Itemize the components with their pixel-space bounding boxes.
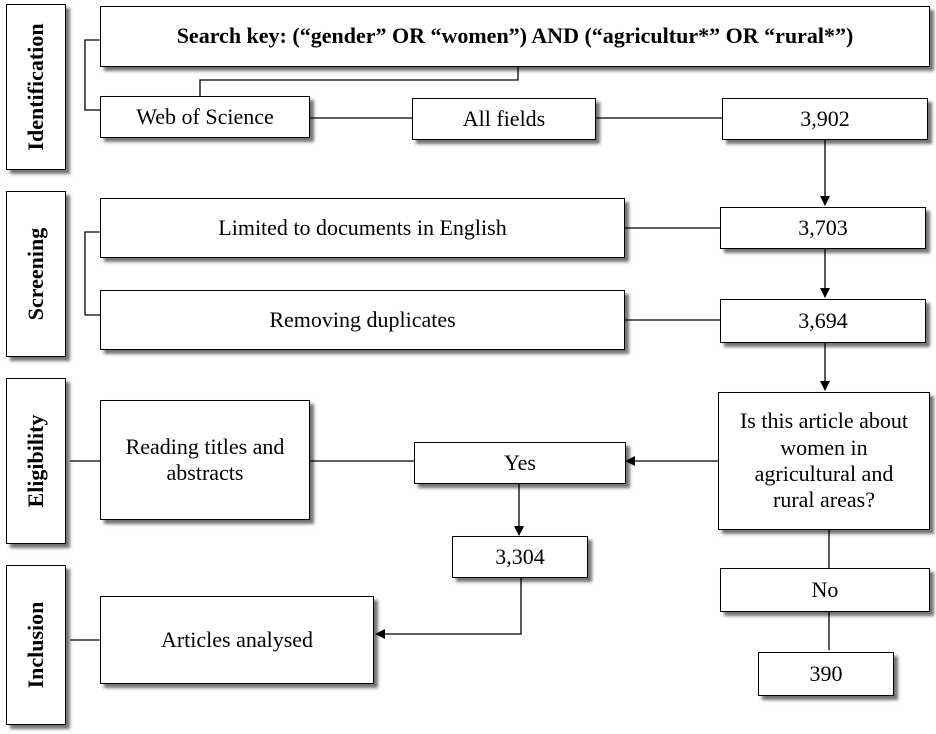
database-text: Web of Science (136, 103, 274, 129)
count-3694-text: 3,694 (798, 307, 848, 333)
duplicates-box: Removing duplicates (100, 290, 625, 350)
search-key-box: Search key: (“gender” OR “women”) AND (“… (100, 6, 930, 67)
search-key-text: Search key: (“gender” OR “women”) AND (“… (176, 23, 854, 49)
database-box: Web of Science (100, 96, 310, 138)
question-text: Is this article about women in agricultu… (739, 408, 908, 513)
articles-analysed-box: Articles analysed (100, 596, 374, 684)
phase-screening: Screening (6, 191, 66, 357)
duplicates-text: Removing duplicates (269, 306, 456, 332)
fields-box: All fields (412, 98, 596, 140)
count-3703-text: 3,703 (798, 214, 848, 240)
reading-box: Reading titles and abstracts (100, 400, 310, 520)
count-390-text: 390 (809, 660, 843, 686)
search-to-database-line (199, 67, 519, 96)
fields-text: All fields (462, 105, 546, 131)
count-3902-text: 3,902 (800, 105, 850, 131)
count-3694-box: 3,694 (720, 299, 926, 343)
phase-inclusion: Inclusion (6, 565, 66, 725)
reading-text: Reading titles and abstracts (125, 433, 285, 485)
no-text: No (811, 576, 839, 602)
count-3902-box: 3,902 (722, 98, 928, 140)
arrow-3304-to-articles (375, 578, 522, 639)
articles-analysed-text: Articles analysed (160, 626, 314, 652)
no-box: No (720, 568, 930, 612)
english-filter-text: Limited to documents in English (218, 214, 507, 240)
count-3304-text: 3,304 (495, 543, 545, 569)
phase-identification-label: Identification (23, 23, 48, 151)
count-390-box: 390 (758, 652, 894, 696)
yes-text: Yes (503, 449, 536, 475)
count-3304-box: 3,304 (452, 536, 588, 578)
count-3703-box: 3,703 (720, 207, 926, 249)
phase-inclusion-label: Inclusion (23, 601, 48, 689)
question-box: Is this article about women in agricultu… (718, 392, 930, 530)
identification-bracket (84, 39, 100, 111)
yes-box: Yes (414, 442, 626, 484)
phase-eligibility-label: Eligibility (23, 414, 48, 508)
screening-bracket (84, 231, 100, 316)
phase-eligibility: Eligibility (6, 378, 66, 544)
phase-screening-label: Screening (23, 227, 48, 321)
english-filter-box: Limited to documents in English (100, 198, 625, 258)
phase-identification: Identification (6, 4, 66, 170)
